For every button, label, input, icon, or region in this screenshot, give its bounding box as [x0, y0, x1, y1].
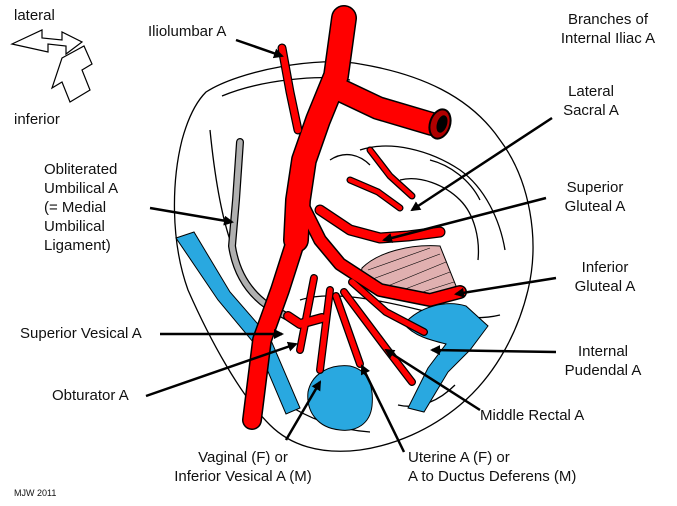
label-superior-vesical-artery: Superior Vesical A	[20, 325, 142, 342]
pointer-arrows	[145, 38, 557, 453]
orientation-arrows-icon	[10, 29, 93, 103]
obturator-structure	[175, 231, 301, 415]
label-iliolumbar-artery: Iliolumbar A	[148, 23, 227, 40]
label-obturator-artery: Obturator A	[52, 387, 129, 404]
credit-text: MJW 2011	[14, 488, 57, 498]
orientation-inferior-label: inferior	[14, 111, 60, 128]
arteries	[242, 5, 467, 430]
label-middle-rectal-artery: Middle Rectal A	[480, 407, 585, 424]
orientation-lateral-label: lateral	[14, 7, 55, 24]
label-obliterated-umbilical-artery: Obliterated Umbilical A (= Medial Umbili…	[44, 161, 119, 254]
bladder-structure	[307, 365, 373, 431]
